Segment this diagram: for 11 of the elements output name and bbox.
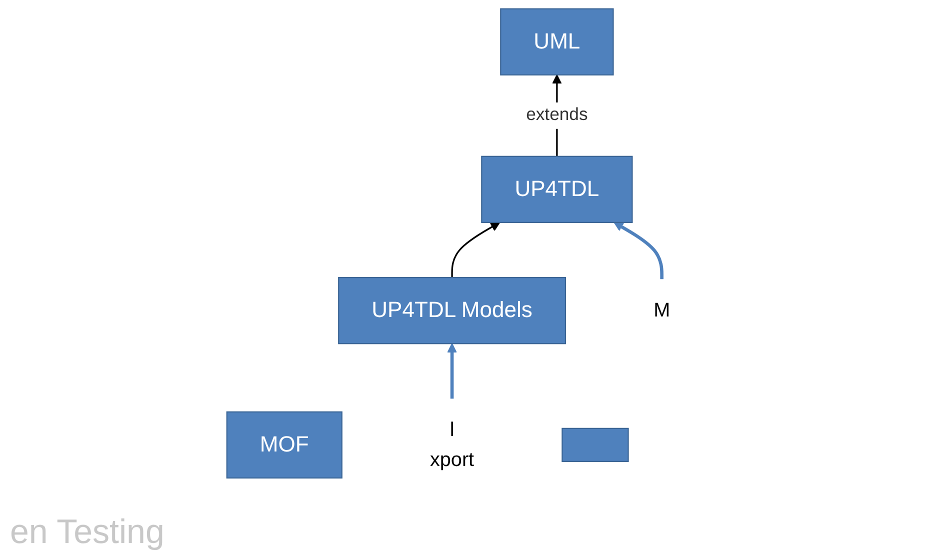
node-text: M <box>654 299 670 322</box>
node-box: UP4TDL Models <box>338 276 566 344</box>
node-text: l xport <box>430 418 474 470</box>
arrow <box>451 222 500 278</box>
arrow <box>447 343 457 399</box>
node-box <box>562 428 629 462</box>
node-box: UML <box>500 8 614 76</box>
arrow <box>614 222 664 280</box>
node-box: MOF <box>226 411 342 479</box>
edge-label: extends <box>526 106 588 124</box>
node-box: UP4TDL <box>481 156 633 224</box>
